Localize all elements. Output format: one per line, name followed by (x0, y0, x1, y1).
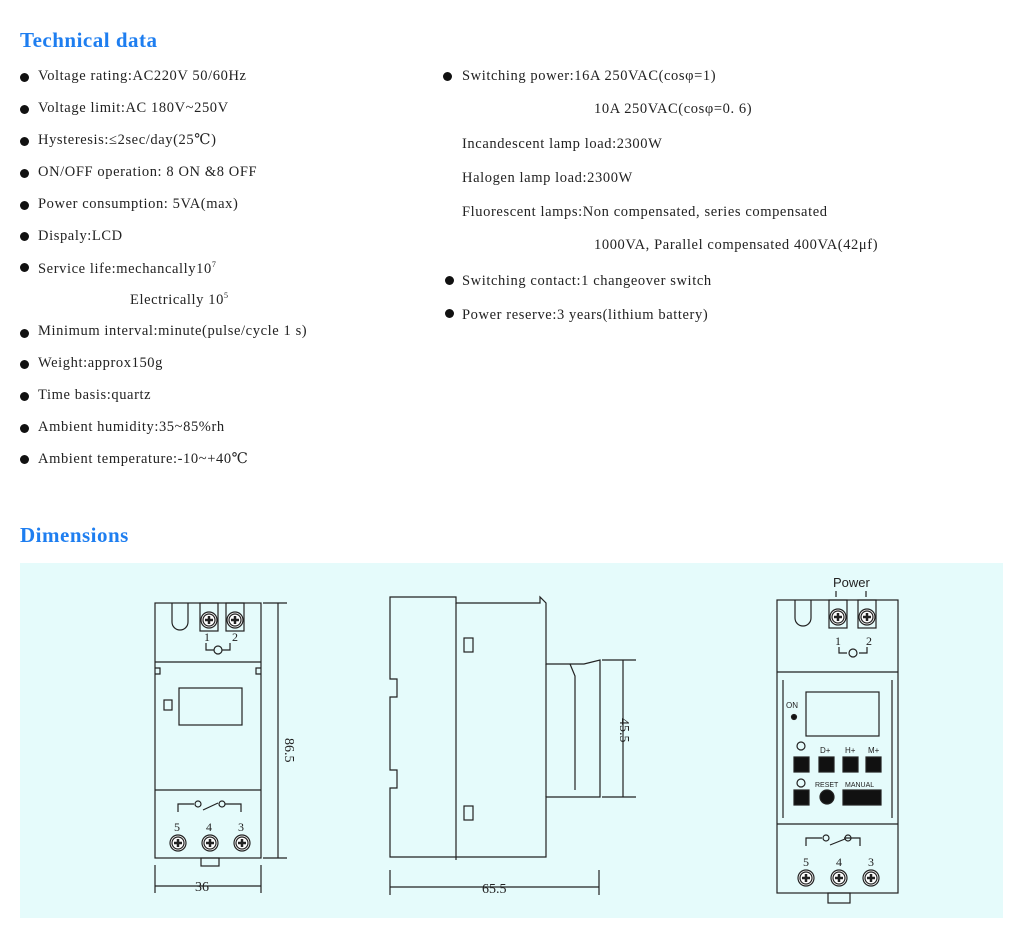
terminal-2: 2 (232, 630, 238, 644)
dimension-drawings: 86.5 36 45.5 65.5 Power ON D+ H+ M+ RESE… (154, 575, 899, 904)
terminal-4: 4 (836, 855, 842, 869)
terminal-3: 3 (238, 820, 244, 834)
spec-item: Halogen lamp load:2300W (462, 170, 633, 186)
spec-item: 1000VA, Parallel compensated 400VA(42μf) (594, 237, 879, 253)
bullet-icon (20, 424, 29, 433)
power-label: Power (833, 575, 871, 590)
bullet-icon (20, 201, 29, 210)
panel-view-drawing (776, 591, 899, 904)
spec-item: Switching power:16A 250VAC(cosφ=1) (462, 68, 717, 84)
spec-item: Ambient temperature:-10~+40℃ (38, 451, 249, 467)
width-dimension: 36 (195, 880, 209, 895)
terminal-5: 5 (803, 855, 809, 869)
spec-item: Power reserve:3 years(lithium battery) (462, 307, 709, 323)
spec-item: Power consumption: 5VA(max) (38, 196, 239, 212)
spec-item: Service life:mechancally107 (38, 260, 216, 278)
terminal-5: 5 (174, 820, 180, 834)
height-dimension: 86.5 (281, 738, 296, 763)
terminal-1: 1 (204, 630, 210, 644)
exponent: 7 (211, 260, 217, 269)
spec-item: Incandescent lamp load:2300W (462, 136, 663, 152)
spec-item: Hysteresis:≤2sec/day(25℃) (38, 132, 217, 148)
bullet-icon (20, 329, 29, 338)
terminal-2: 2 (866, 634, 872, 648)
d-plus-label: D+ (820, 746, 831, 755)
spec-item: Ambient humidity:35~85%rh (38, 419, 225, 435)
bullet-icon (20, 263, 29, 272)
dimensions-panel: 86.5 36 45.5 65.5 Power ON D+ H+ M+ RESE… (20, 563, 1003, 918)
bullet-icon (20, 105, 29, 114)
reset-label: RESET (815, 782, 839, 789)
exponent: 5 (223, 291, 229, 300)
bullet-icon (20, 232, 29, 241)
spec-item: Voltage rating:AC220V 50/60Hz (38, 68, 247, 84)
bullet-icon (445, 276, 454, 285)
depth-dimension: 65.5 (482, 882, 507, 897)
bullet-icon (20, 137, 29, 146)
spec-item: Minimum interval:minute(pulse/cycle 1 s) (38, 323, 308, 339)
bullet-icon (445, 309, 454, 318)
bullet-icon (20, 169, 29, 178)
on-label: ON (786, 701, 798, 710)
spec-item: Time basis:quartz (38, 387, 152, 403)
spec-item: ON/OFF operation: 8 ON &8 OFF (38, 164, 258, 180)
spec-item: 10A 250VAC(cosφ=0. 6) (594, 101, 753, 117)
bullet-icon (20, 360, 29, 369)
m-plus-label: M+ (868, 746, 880, 755)
bullet-icon (20, 73, 29, 82)
spec-item: Voltage limit:AC 180V~250V (38, 100, 229, 116)
bullet-icon (20, 455, 29, 464)
spec-item: Dispaly:LCD (38, 228, 123, 244)
rail-dimension: 45.5 (616, 718, 631, 743)
spec-item: Electrically 105 (130, 291, 229, 309)
terminal-1: 1 (835, 634, 841, 648)
bullet-icon (443, 72, 452, 81)
manual-label: MANUAL (845, 782, 874, 789)
dimensions-heading: Dimensions (20, 523, 129, 547)
terminal-3: 3 (868, 855, 874, 869)
bullet-icon (20, 392, 29, 401)
front-view-drawing (154, 602, 287, 893)
service-life-text: Service life:mechancally10 (38, 260, 212, 277)
electrical-life-text: Electrically 10 (130, 291, 224, 308)
side-view-drawing (389, 595, 636, 895)
terminal-4: 4 (206, 820, 212, 834)
spec-item: Weight:approx150g (38, 355, 164, 371)
spec-item: Fluorescent lamps:Non compensated, serie… (462, 204, 828, 220)
technical-data-heading: Technical data (20, 28, 158, 52)
spec-item: Switching contact:1 changeover switch (462, 273, 712, 289)
h-plus-label: H+ (845, 746, 856, 755)
